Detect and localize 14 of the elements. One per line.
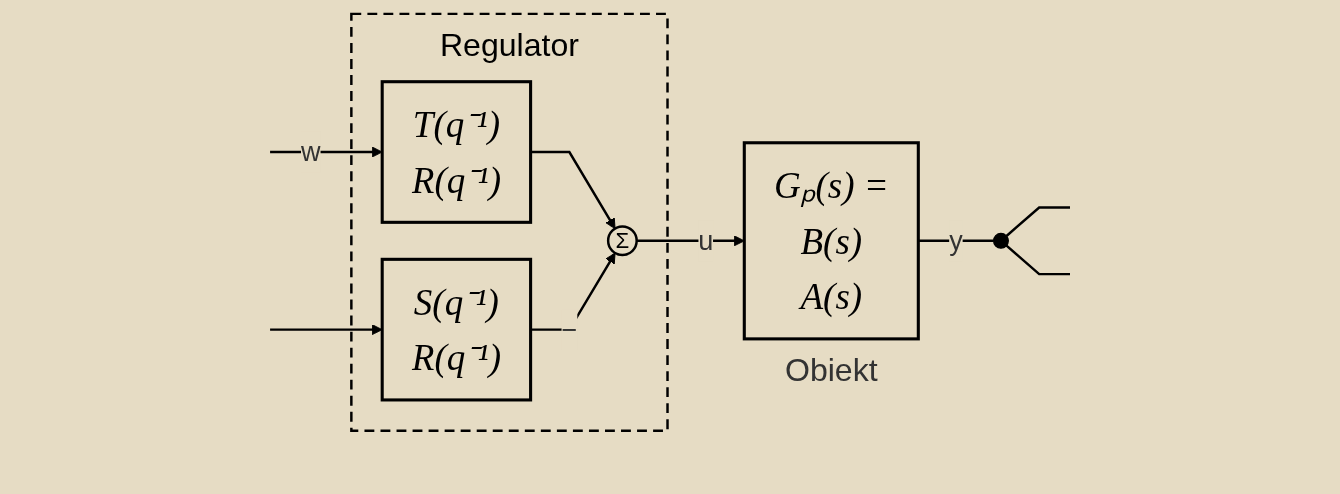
node-box: S(q⁻¹) R(q⁻¹) [380, 257, 533, 402]
edge-label: y [949, 225, 963, 257]
connector [1005, 206, 1070, 237]
node-box: T(q⁻¹) R(q⁻¹) [380, 80, 533, 224]
edge-label: u [698, 225, 714, 257]
edge-label: w [300, 136, 321, 168]
arrow [530, 150, 616, 230]
block-caption: Obiekt [784, 351, 878, 388]
arrow [270, 324, 383, 336]
node-circle [992, 232, 1009, 249]
edge-label: − [561, 314, 578, 346]
connector [1005, 244, 1070, 276]
node-circle: Σ [606, 225, 638, 257]
node-box: Gₚ(s) = B(s) A(s) [742, 141, 920, 341]
